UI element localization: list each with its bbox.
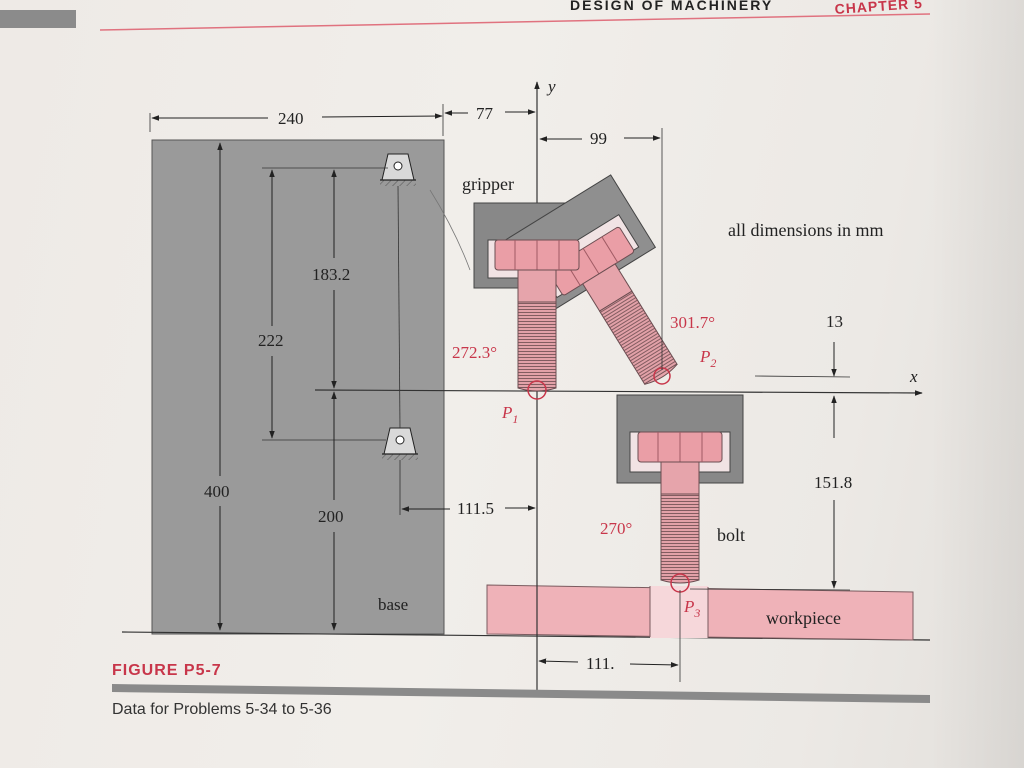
angle-p1: 272.3° [452, 343, 497, 362]
label-p2: P2 [699, 347, 716, 370]
dim-13: 13 [826, 312, 843, 331]
header-rule [99, 13, 931, 31]
label-p1: P1 [501, 403, 518, 426]
dim-111: 111. [586, 654, 615, 673]
x-axis [314, 389, 923, 396]
point-p1-marker [527, 380, 547, 400]
figure-caption: Data for Problems 5-34 to 5-36 [112, 701, 332, 718]
dim-200: 200 [318, 507, 344, 526]
label-base: base [378, 595, 408, 614]
figure-number: FIGURE P5-7 [112, 662, 222, 679]
pivot-centerline [397, 185, 401, 429]
dim-77: 77 [476, 104, 494, 123]
running-title: DESIGN OF MACHINERY [570, 0, 773, 13]
base-block [151, 139, 445, 635]
units-note: all dimensions in mm [728, 220, 884, 240]
page-edge-shadow [930, 0, 1024, 768]
x-axis-label: x [909, 367, 918, 386]
dim-99: 99 [590, 129, 607, 148]
ground-pivot-lower-icon [382, 427, 418, 460]
label-gripper: gripper [462, 174, 514, 194]
ground-pivot-upper-icon [380, 153, 416, 186]
dim-400: 400 [204, 482, 230, 501]
bolt-3-icon [637, 431, 723, 584]
header-gray-bar [0, 10, 76, 28]
label-bolt: bolt [717, 525, 745, 545]
angle-p2: 301.7° [670, 313, 715, 332]
label-p3: P3 [683, 597, 700, 620]
caption-bar [112, 684, 930, 703]
bolt-1-icon [494, 239, 580, 392]
dim-183-2: 183.2 [312, 265, 350, 284]
dim-240: 240 [278, 109, 304, 128]
dim-222: 222 [258, 331, 284, 350]
dim-111-5: 111.5 [457, 499, 494, 518]
angle-p3: 270° [600, 519, 632, 538]
workpiece-gap [650, 586, 708, 638]
dim-151-8: 151.8 [814, 473, 852, 492]
pencil-mark [429, 189, 471, 271]
label-workpiece: workpiece [766, 608, 841, 628]
y-axis-label: y [546, 77, 556, 96]
